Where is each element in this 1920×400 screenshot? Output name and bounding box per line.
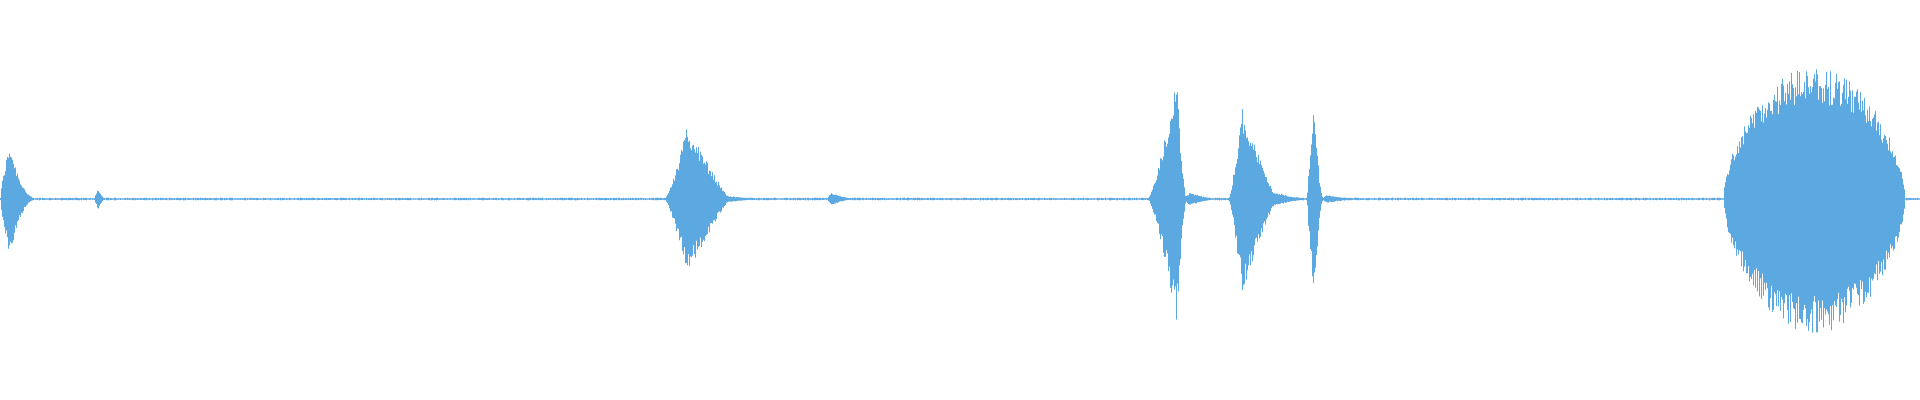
waveform-trace bbox=[0, 69, 1920, 333]
